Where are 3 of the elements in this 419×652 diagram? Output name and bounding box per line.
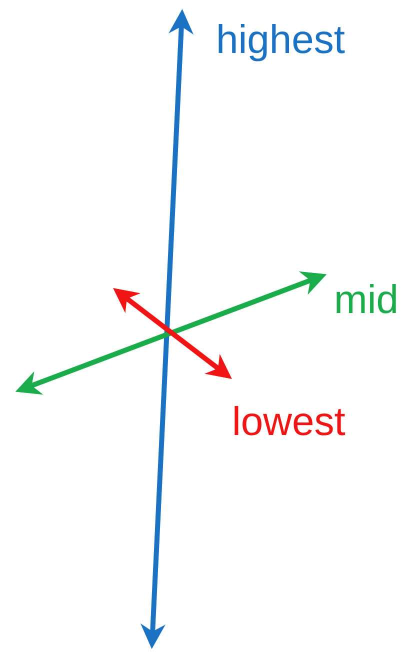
axis-label: highest	[216, 17, 345, 63]
axis-label: mid	[334, 277, 398, 323]
axis-label: lowest	[232, 399, 346, 445]
